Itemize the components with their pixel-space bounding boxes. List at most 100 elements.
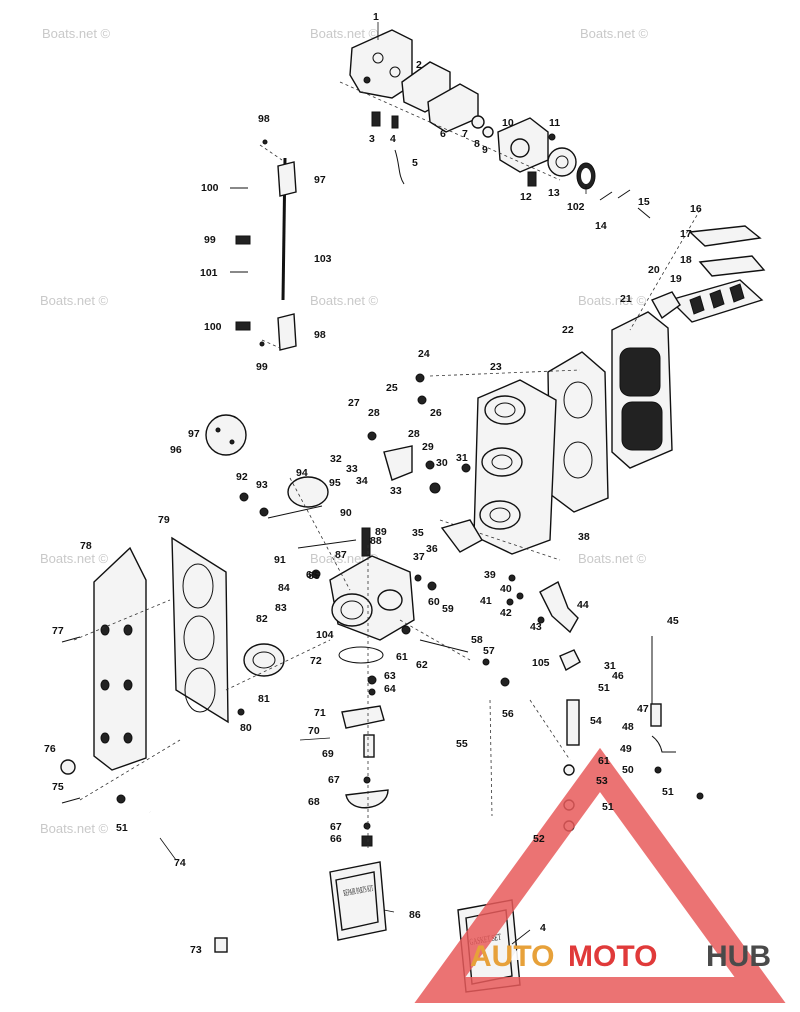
reed-valve-assembly: [547, 225, 766, 513]
part-label: 49: [620, 743, 632, 755]
part-label: 10: [502, 117, 514, 129]
part-label: 46: [612, 670, 624, 682]
part-label: 7: [462, 128, 468, 140]
part-label: 79: [158, 514, 170, 526]
part-label: 86: [409, 909, 421, 921]
part-label: 28: [408, 428, 420, 440]
part-label: 51: [662, 786, 674, 798]
part-label: 17: [680, 228, 692, 240]
part-label: 55: [456, 738, 468, 750]
watermark: Boats.net ©: [310, 293, 379, 308]
part-label: 61: [396, 651, 408, 663]
watermark: Boats.net ©: [580, 26, 649, 41]
part-label: 1: [373, 11, 379, 23]
part-label: 41: [480, 595, 492, 607]
part-label: 62: [416, 659, 428, 671]
part-label: 102: [567, 201, 585, 213]
part-label: 6: [440, 128, 446, 140]
part-label: 30: [436, 457, 448, 469]
part-label: 47: [637, 703, 649, 715]
part-label: 28: [368, 407, 380, 419]
part-label: 12: [520, 191, 532, 203]
part-label: 48: [622, 721, 634, 733]
part-label: 99: [256, 361, 268, 373]
part-label: 8: [474, 138, 480, 150]
part-label: 27: [348, 397, 360, 409]
part-label: 64: [384, 683, 396, 695]
part-label: 42: [500, 607, 512, 619]
repair-parts-kit: REPAIR PARTS KIT: [329, 861, 387, 941]
part-label: 97: [314, 174, 326, 186]
part-label: 101: [200, 267, 218, 279]
part-label: 51: [598, 682, 610, 694]
part-label: 91: [274, 554, 286, 566]
part-label: 73: [190, 944, 202, 956]
part-label: 61: [598, 755, 610, 767]
watermarks: Boats.net © Boats.net © Boats.net © Boat…: [40, 26, 649, 836]
part-label: 95: [329, 477, 341, 489]
part-label: 4: [390, 133, 396, 145]
part-label: 24: [418, 348, 430, 360]
automotohub-logo: AUTO MOTO HUB: [414, 747, 786, 1003]
fuel-hose-assembly: [116, 574, 708, 953]
part-label: 4: [540, 922, 546, 934]
part-label: 98: [314, 329, 326, 341]
part-label: 70: [308, 725, 320, 737]
part-label: 51: [602, 801, 614, 813]
part-label: 103: [314, 253, 332, 265]
part-label: 29: [422, 441, 434, 453]
part-label: 87: [335, 549, 347, 561]
part-label: 100: [204, 321, 222, 333]
watermark: Boats.net ©: [578, 551, 647, 566]
part-label: 14: [595, 220, 607, 232]
part-label: 26: [430, 407, 442, 419]
part-label: 65: [306, 569, 318, 581]
throttle-linkage: [230, 139, 297, 351]
part-label: 13: [548, 187, 560, 199]
part-label: 78: [80, 540, 92, 552]
part-label: 51: [116, 822, 128, 834]
part-label: 16: [690, 203, 702, 215]
watermark: Boats.net ©: [578, 293, 647, 308]
part-label: 76: [44, 743, 56, 755]
part-label: 81: [258, 693, 270, 705]
part-label: 96: [170, 444, 182, 456]
fuel-pump-assembly: [349, 29, 651, 219]
part-label: 25: [386, 382, 398, 394]
part-label: 56: [502, 708, 514, 720]
part-label: 33: [390, 485, 402, 497]
part-label: 45: [667, 615, 679, 627]
silencer-assembly: [60, 536, 285, 804]
part-label: 68: [308, 796, 320, 808]
part-label: 63: [384, 670, 396, 682]
part-label: 32: [330, 453, 342, 465]
part-label: 75: [52, 781, 64, 793]
part-label: 39: [484, 569, 496, 581]
part-label: 34: [356, 475, 368, 487]
part-label: 84: [278, 582, 290, 594]
part-label: 44: [577, 599, 589, 611]
part-label: 36: [426, 543, 438, 555]
part-label: 67: [328, 774, 340, 786]
part-label: 33: [346, 463, 358, 475]
part-label: 23: [490, 361, 502, 373]
part-label: 104: [316, 629, 334, 641]
part-label: 53: [596, 775, 608, 787]
part-label: 52: [533, 833, 545, 845]
part-label: 58: [471, 634, 483, 646]
part-label: 3: [369, 133, 375, 145]
part-label: 50: [622, 764, 634, 776]
part-label: 69: [322, 748, 334, 760]
part-label: 59: [442, 603, 454, 615]
part-label: 37: [413, 551, 425, 563]
part-label: 77: [52, 625, 64, 637]
part-label: 83: [275, 602, 287, 614]
part-label: 94: [296, 467, 308, 479]
part-label: 99: [204, 234, 216, 246]
part-label: 43: [530, 621, 542, 633]
part-label: 11: [549, 117, 560, 129]
logo-text-moto: MOTO: [568, 940, 657, 973]
part-label: 98: [258, 113, 270, 125]
part-label: 93: [256, 479, 268, 491]
